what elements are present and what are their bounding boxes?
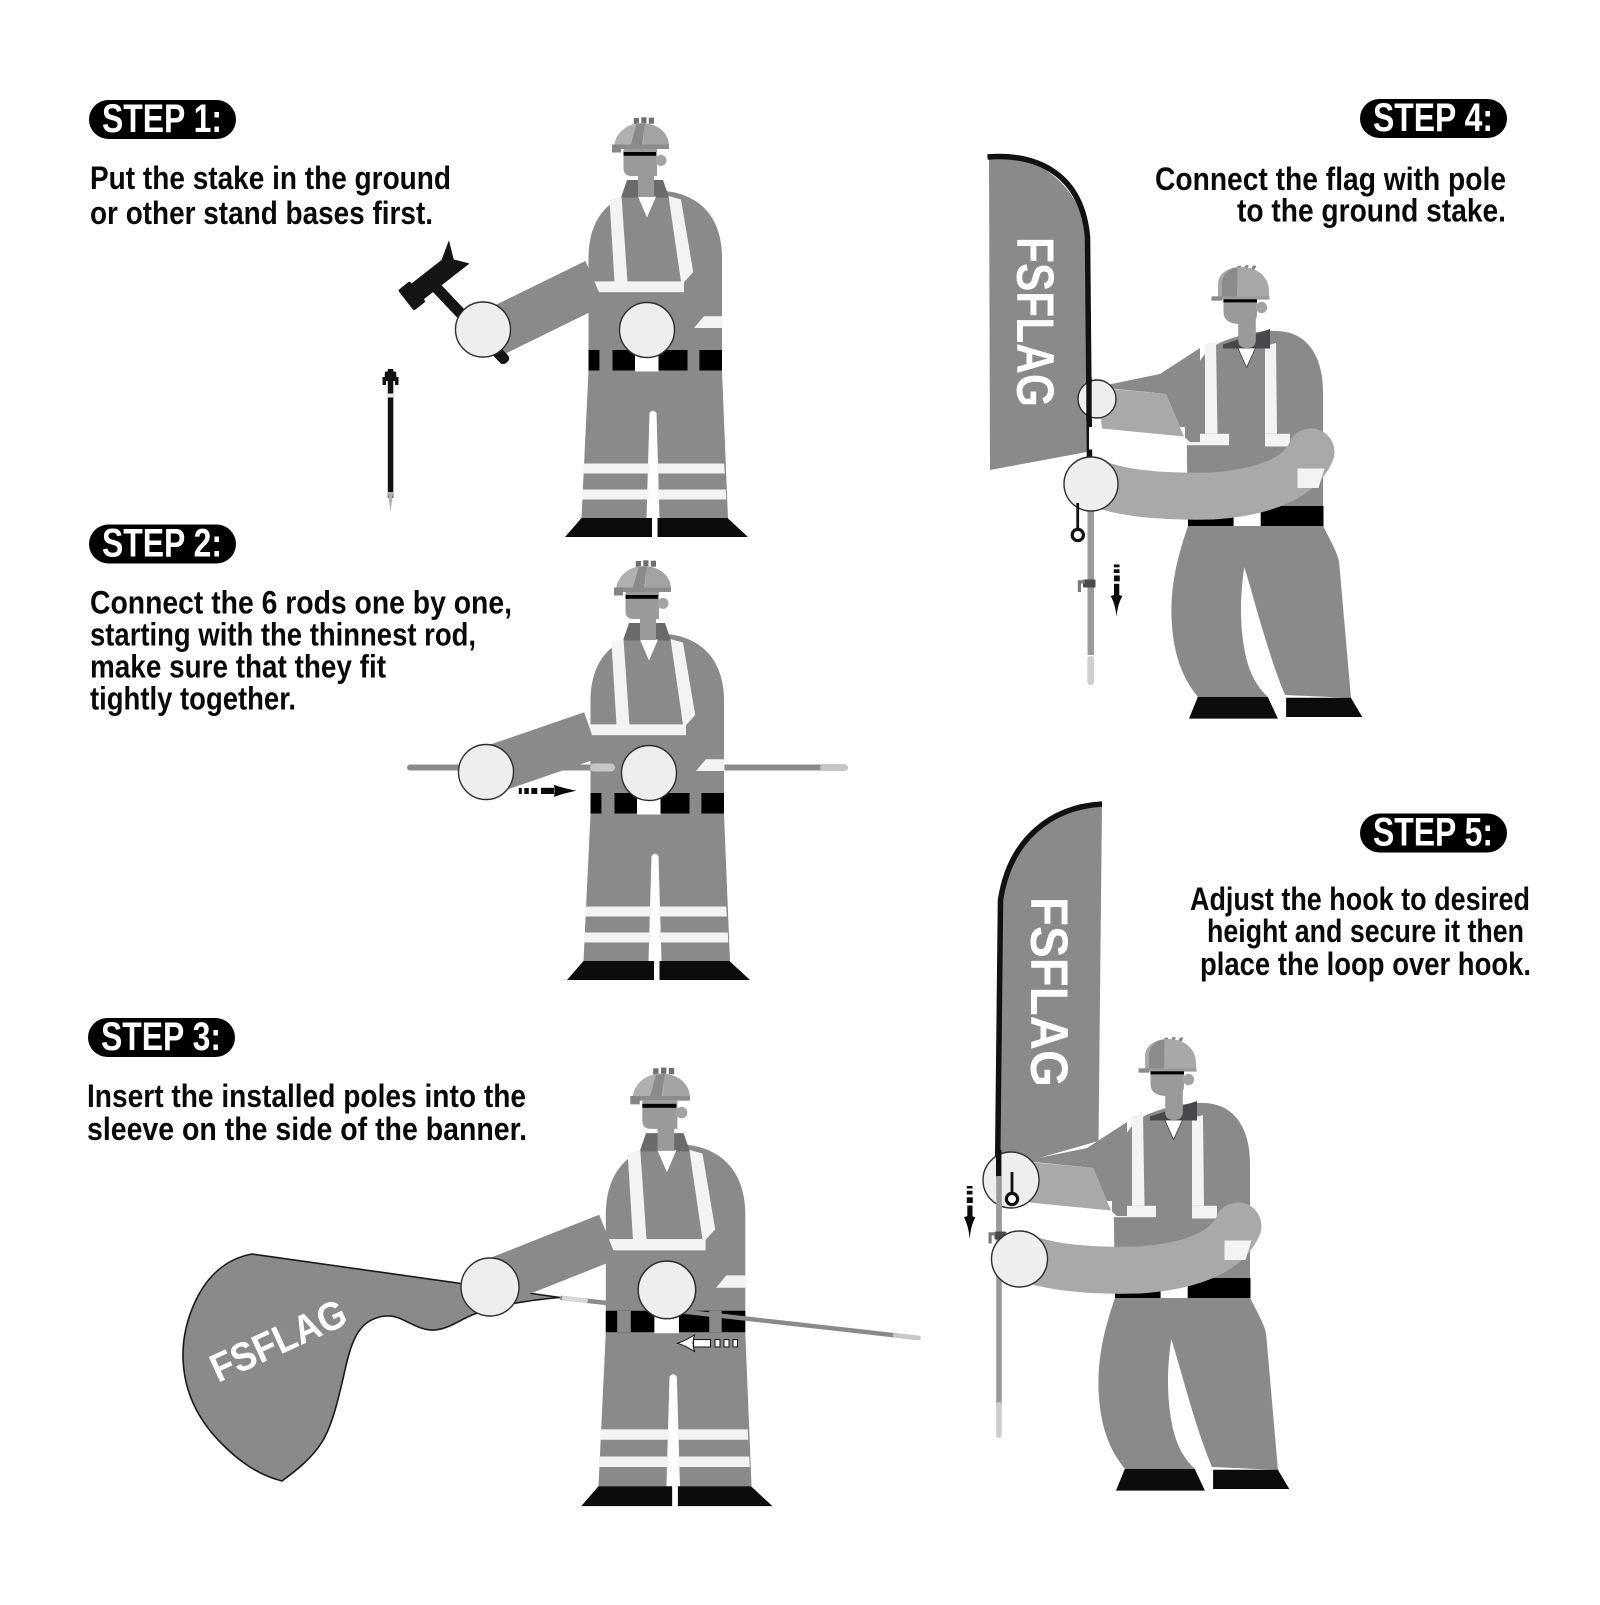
svg-text:to the ground stake.: to the ground stake. — [1237, 193, 1506, 229]
svg-text:make sure that they fit: make sure that they fit — [90, 649, 386, 685]
svg-text:Connect the 6 rods one by one,: Connect the 6 rods one by one, — [90, 585, 512, 621]
svg-text:height and secure it then: height and secure it then — [1207, 913, 1524, 949]
svg-text:or other stand bases first.: or other stand bases first. — [90, 195, 433, 231]
svg-text:STEP 3:: STEP 3: — [101, 1015, 221, 1059]
svg-text:Put the stake in the ground: Put the stake in the ground — [90, 160, 451, 196]
svg-text:place the loop over hook.: place the loop over hook. — [1200, 946, 1531, 982]
svg-text:tightly together.: tightly together. — [90, 681, 296, 717]
svg-text:STEP 5:: STEP 5: — [1373, 811, 1493, 855]
svg-text:STEP 1:: STEP 1: — [102, 97, 222, 141]
svg-text:FSFLAG: FSFLAG — [1005, 237, 1064, 407]
svg-text:Connect the flag with pole: Connect the flag with pole — [1155, 161, 1506, 197]
svg-text:starting with the thinnest rod: starting with the thinnest rod, — [90, 617, 476, 653]
svg-text:FSFLAG: FSFLAG — [1019, 897, 1078, 1087]
svg-text:STEP 2:: STEP 2: — [102, 522, 222, 566]
svg-text:STEP 4:: STEP 4: — [1373, 96, 1493, 140]
svg-text:Adjust the hook to desired: Adjust the hook to desired — [1190, 881, 1530, 917]
svg-text:Insert the installed poles int: Insert the installed poles into the — [87, 1078, 526, 1114]
svg-text:sleeve on the side of the bann: sleeve on the side of the banner. — [87, 1111, 527, 1147]
